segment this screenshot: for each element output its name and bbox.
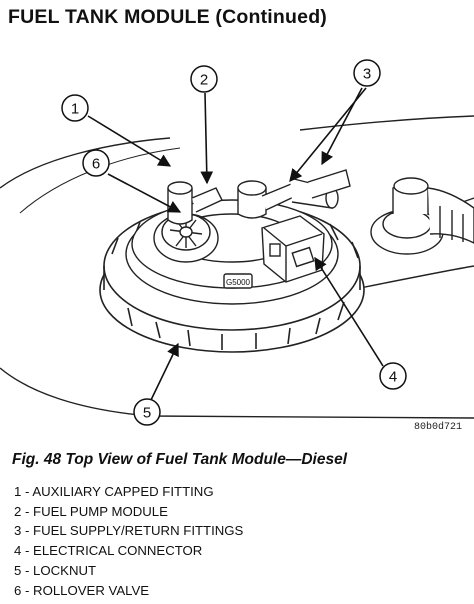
leader-3b	[289, 87, 367, 182]
leader-5	[150, 342, 179, 401]
callout-6: 6	[82, 149, 110, 177]
svg-text:4: 4	[389, 369, 397, 386]
callout-3: 3	[353, 59, 381, 87]
fuel-tank-module-illustration: G5000	[0, 38, 474, 440]
callout-4: 4	[379, 362, 407, 390]
callout-1: 1	[61, 94, 89, 122]
svg-text:1: 1	[71, 101, 79, 118]
fuel-supply-return-fittings	[237, 169, 351, 219]
figure-caption: Fig. 48 Top View of Fuel Tank Module—Die…	[12, 451, 348, 468]
legend-item: 1 - AUXILIARY CAPPED FITTING	[14, 484, 214, 499]
legend-item: 3 - FUEL SUPPLY/RETURN FITTINGS	[14, 523, 244, 539]
svg-text:3: 3	[363, 66, 371, 83]
svg-text:2: 2	[200, 72, 208, 89]
leader-1	[87, 115, 172, 167]
svg-text:5: 5	[143, 405, 151, 422]
figure-code: 80b0d721	[413, 422, 462, 433]
tank-vent-fitting	[370, 177, 474, 255]
legend-item: 4 - ELECTRICAL CONNECTOR	[14, 543, 203, 559]
callout-5: 5	[133, 398, 161, 426]
leader-6	[107, 173, 182, 213]
page-title: FUEL TANK MODULE (Continued)	[8, 6, 327, 28]
parts-legend: 1 - AUXILIARY CAPPED FITTING 2 - FUEL PU…	[14, 482, 243, 600]
module-part-label: G5000	[226, 278, 251, 287]
legend-item: 6 - ROLLOVER VALVE	[14, 582, 150, 598]
leader-4	[314, 256, 384, 367]
callout-2: 2	[190, 65, 218, 93]
legend-item: 5 - LOCKNUT	[14, 562, 97, 578]
leader-lines	[87, 87, 384, 401]
legend-item: 2 - FUEL PUMP MODULE	[14, 503, 168, 519]
electrical-connector	[261, 215, 325, 283]
svg-text:6: 6	[92, 156, 100, 173]
leader-2	[200, 92, 214, 185]
